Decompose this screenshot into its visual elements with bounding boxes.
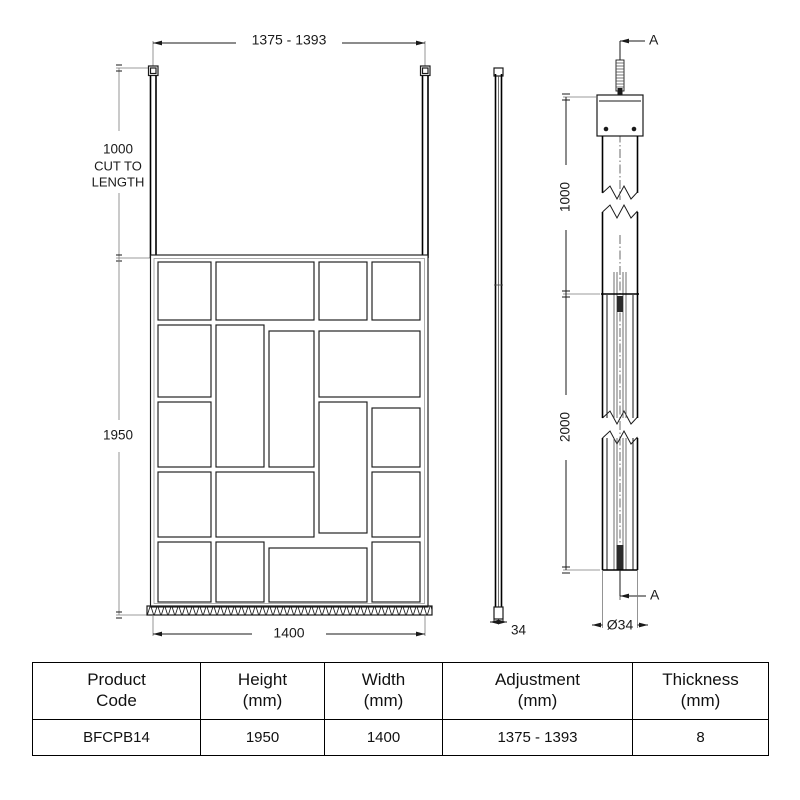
post-mid-break (601, 360, 639, 426)
table-header-row: Product Code Height (mm) Width (mm) Adju… (32, 661, 769, 721)
detail-dimension-1000: 1000 (558, 93, 600, 298)
detail-diameter-dimension: Ø34 (592, 570, 648, 633)
left-support-post (147, 65, 159, 258)
glass-pane (215, 261, 315, 321)
glass-pane (157, 324, 212, 398)
header-adjustment: Adjustment (mm) (442, 661, 633, 721)
glass-pane (215, 471, 315, 538)
glass-pane (318, 330, 421, 398)
threaded-adjuster-screw (615, 59, 625, 95)
header-height: Height (mm) (200, 661, 325, 721)
cut-to-length-note-line1: CUT TO (94, 158, 142, 173)
glass-pane (157, 261, 212, 321)
cell-height: 1950 (200, 719, 325, 757)
detail-section-view: A (558, 32, 660, 633)
bottom-dimension-1400: 1400 (152, 615, 426, 641)
glass-pane (157, 541, 212, 603)
header-width: Width (mm) (324, 661, 443, 721)
side-thickness-dimension-34: 34 (490, 615, 527, 638)
detail-upper-dimension-label: 1000 (558, 182, 573, 212)
detail-dimension-2000: 2000 (558, 294, 600, 574)
cell-width: 1400 (324, 719, 443, 757)
header-thickness-line1: Thickness (662, 670, 739, 689)
header-product-code-line1: Product (87, 670, 146, 689)
detail-lower-dimension-label: 2000 (558, 412, 573, 442)
section-marker-a-top: A (619, 32, 659, 90)
side-elevation-view: 34 (490, 67, 527, 638)
cell-thickness: 8 (632, 719, 769, 757)
glass-pane (157, 471, 212, 538)
header-width-line1: Width (361, 670, 406, 689)
ceiling-bracket-block (596, 94, 644, 137)
bottom-dimension-label: 1400 (273, 625, 304, 641)
glass-pane (268, 330, 315, 468)
header-product-code: Product Code (32, 661, 201, 721)
specification-table-container: Product Code Height (mm) Width (mm) Adju… (32, 661, 769, 757)
cell-adjustment: 1375 - 1393 (442, 719, 633, 757)
glass-pane (371, 261, 421, 321)
left-lower-dimension-1950: 1950 (103, 258, 152, 619)
left-lower-dimension-label: 1950 (103, 428, 133, 443)
glass-pane (215, 324, 265, 468)
post-lower-segment (601, 203, 639, 360)
glass-pane (371, 541, 421, 603)
specification-table: Product Code Height (mm) Width (mm) Adju… (32, 661, 769, 757)
side-thickness-label: 34 (511, 623, 527, 638)
right-support-post (419, 65, 431, 258)
glass-pane (215, 541, 265, 603)
base-plate (146, 605, 433, 616)
glass-pane (371, 471, 421, 538)
glass-pane (371, 407, 421, 468)
left-upper-dimension-label: 1000 (103, 142, 133, 157)
cell-product-code: BFCPB14 (32, 719, 201, 757)
header-width-line2: (mm) (363, 690, 404, 710)
glass-pane (318, 401, 368, 534)
header-adjustment-line2: (mm) (517, 690, 558, 710)
detail-diameter-label: Ø34 (607, 617, 634, 633)
top-dimension-1375-1393: 1375 - 1393 (152, 32, 426, 66)
front-elevation-view: 1375 - 1393 1000 CUT TO LENGTH 195 (92, 32, 433, 641)
header-product-code-line2: Code (96, 690, 137, 710)
section-label-a-bottom: A (650, 587, 660, 603)
header-thickness: Thickness (mm) (632, 661, 769, 721)
glass-pane-grid (157, 261, 421, 603)
header-thickness-line2: (mm) (680, 690, 721, 710)
header-height-line1: Height (237, 670, 288, 689)
header-adjustment-line1: Adjustment (494, 670, 581, 689)
cut-to-length-note-line2: LENGTH (92, 174, 145, 189)
table-row: BFCPB14 1950 1400 1375 - 1393 8 (32, 719, 769, 757)
section-label-a-top: A (649, 32, 659, 48)
header-height-line2: (mm) (242, 690, 283, 710)
glass-pane (318, 261, 368, 321)
glass-pane (157, 401, 212, 468)
glass-pane (268, 547, 368, 603)
post-upper-segment (601, 136, 639, 201)
section-marker-a-bottom: A (619, 570, 660, 603)
left-upper-dimension-1000: 1000 CUT TO LENGTH (92, 64, 152, 262)
top-dimension-label: 1375 - 1393 (252, 32, 327, 48)
